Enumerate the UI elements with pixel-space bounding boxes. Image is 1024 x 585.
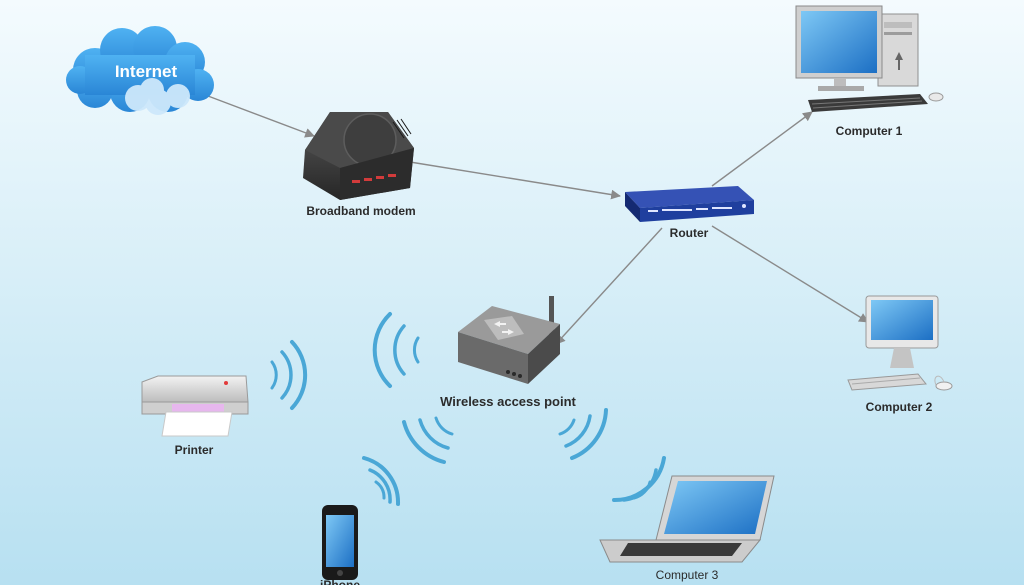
router-label: Router	[669, 226, 709, 240]
connectors	[207, 95, 869, 345]
computer1-label: Computer 1	[835, 124, 903, 138]
computer3-label: Computer 3	[655, 568, 719, 582]
internet-label: Internet	[114, 62, 178, 81]
imac-icon	[847, 295, 953, 391]
smartphone-icon	[322, 505, 358, 580]
wifi-waves-access-point-bottom-left	[402, 416, 454, 464]
connector-internet-modem	[207, 95, 315, 138]
cloud-icon	[66, 26, 214, 115]
wifi-waves-printer	[270, 340, 308, 410]
access-point-label: Wireless access point	[440, 394, 576, 409]
printer-icon	[141, 375, 249, 437]
wifi-waves-laptop	[612, 456, 666, 503]
printer-label: Printer	[174, 443, 214, 457]
wireless-access-point-icon	[458, 296, 560, 384]
laptop-icon	[599, 475, 775, 563]
modem-icon	[303, 112, 414, 200]
modem-label: Broadband modem	[306, 204, 416, 218]
phone-label: iPhone	[319, 578, 361, 585]
wifi-waves-access-point-bottom-right	[558, 408, 608, 460]
wifi-waves-access-point-left	[372, 312, 420, 388]
wifi-waves-phone	[362, 456, 401, 506]
wifi-waves	[270, 312, 666, 506]
connector-modem-router	[409, 161, 621, 200]
connector-router-computer1	[711, 111, 813, 187]
desktop-computer-icon	[795, 5, 944, 112]
connector-router-computer2	[711, 225, 869, 323]
router-icon	[625, 186, 754, 222]
computer2-label: Computer 2	[865, 400, 933, 414]
connector-router-access-point	[555, 227, 663, 345]
